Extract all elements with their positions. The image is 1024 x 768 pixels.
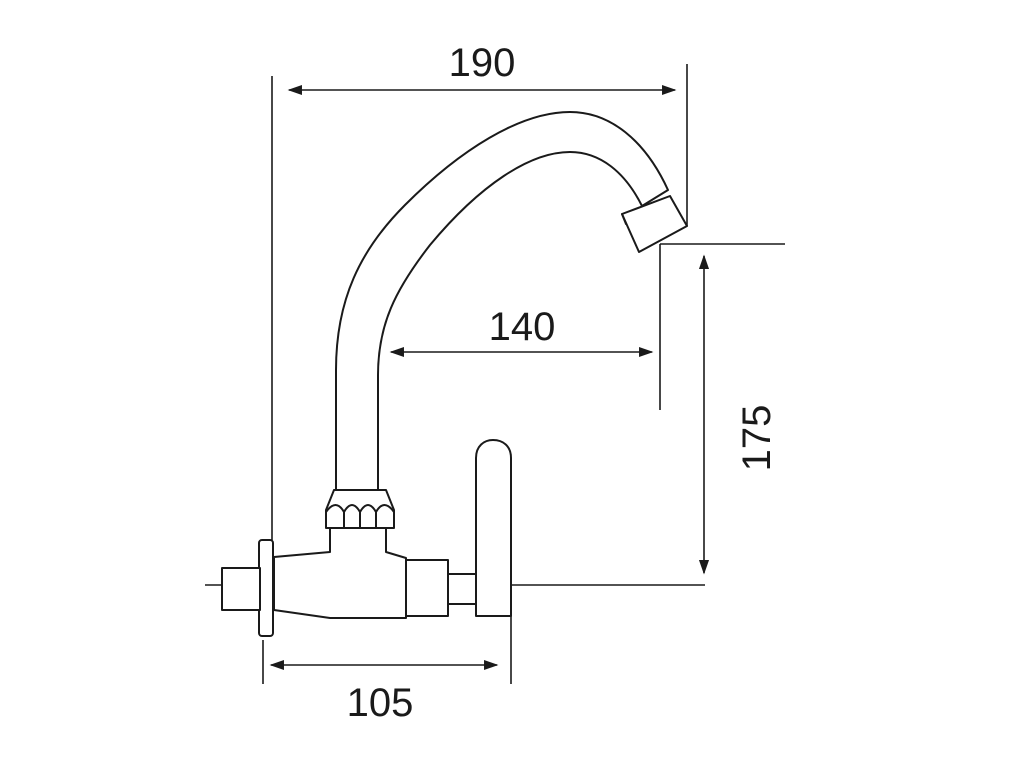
dimension-105-label: 105 xyxy=(347,681,414,725)
inlet-pipe xyxy=(221,567,261,611)
dimension-140-label: 140 xyxy=(489,305,556,349)
dimension-175-label: 175 xyxy=(735,405,779,472)
spindle xyxy=(447,573,477,605)
faucet xyxy=(221,111,688,637)
spout-tube xyxy=(335,111,669,491)
dimension-190: 190 xyxy=(287,41,677,96)
dimension-190-label: 190 xyxy=(449,41,516,85)
wall-flange xyxy=(258,539,274,637)
spout-aerator xyxy=(621,195,688,253)
valve-body xyxy=(273,527,407,619)
lever-handle xyxy=(475,439,512,617)
dimension-140: 140 xyxy=(389,305,654,358)
dimension-105: 105 xyxy=(269,659,499,725)
cartridge-housing xyxy=(405,559,449,617)
dimension-175: 175 xyxy=(698,254,779,575)
